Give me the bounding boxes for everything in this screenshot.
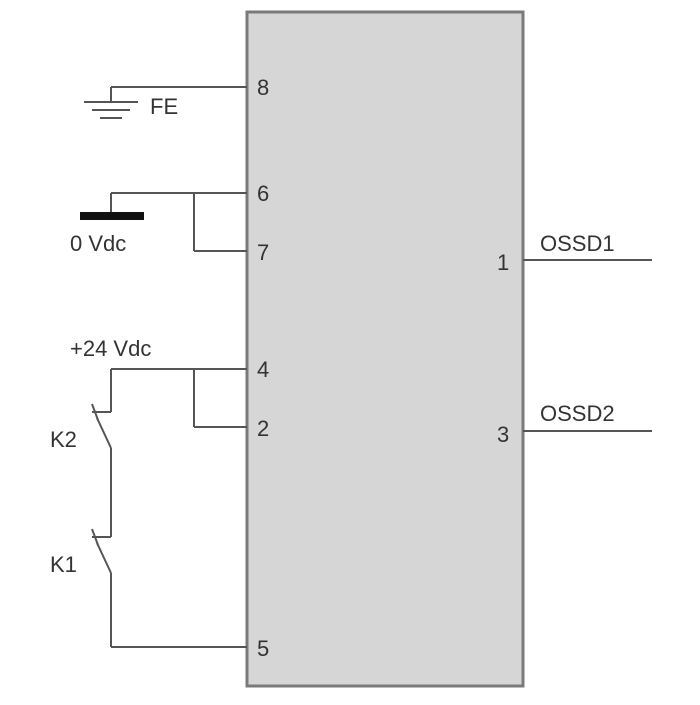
zero-vdc-connection: 0 Vdc bbox=[70, 192, 247, 256]
pin-3-number: 3 bbox=[497, 422, 509, 447]
normally-open-contact-icon bbox=[91, 528, 112, 574]
k2-switch: K2 bbox=[50, 403, 112, 452]
pin-5-number: 5 bbox=[257, 636, 269, 661]
pin-4-number: 4 bbox=[257, 357, 269, 382]
pin-7-number: 7 bbox=[257, 240, 269, 265]
k2-label: K2 bbox=[50, 427, 77, 452]
pin-8-number: 8 bbox=[257, 75, 269, 100]
fe-label: FE bbox=[150, 94, 178, 119]
ossd1-output: 1 OSSD1 bbox=[497, 231, 652, 275]
device-body bbox=[245, 10, 525, 688]
pin-1-number: 1 bbox=[497, 250, 509, 275]
plus24-vdc-label: +24 Vdc bbox=[70, 336, 151, 361]
ossd2-label: OSSD2 bbox=[540, 401, 615, 426]
pin-2-number: 2 bbox=[257, 416, 269, 441]
ossd2-output: 3 OSSD2 bbox=[497, 401, 652, 447]
k1-label: K1 bbox=[50, 552, 77, 577]
fe-ground-connection: FE bbox=[84, 86, 247, 119]
plus24-vdc-connection: +24 Vdc K2 K1 bbox=[50, 336, 247, 648]
normally-open-contact-icon bbox=[91, 403, 112, 449]
zero-volt-rail-icon bbox=[80, 212, 144, 220]
zero-vdc-label: 0 Vdc bbox=[70, 231, 126, 256]
earth-ground-icon bbox=[84, 101, 138, 119]
ossd1-label: OSSD1 bbox=[540, 231, 615, 256]
pin-6-number: 6 bbox=[257, 181, 269, 206]
k1-switch: K1 bbox=[50, 528, 112, 577]
